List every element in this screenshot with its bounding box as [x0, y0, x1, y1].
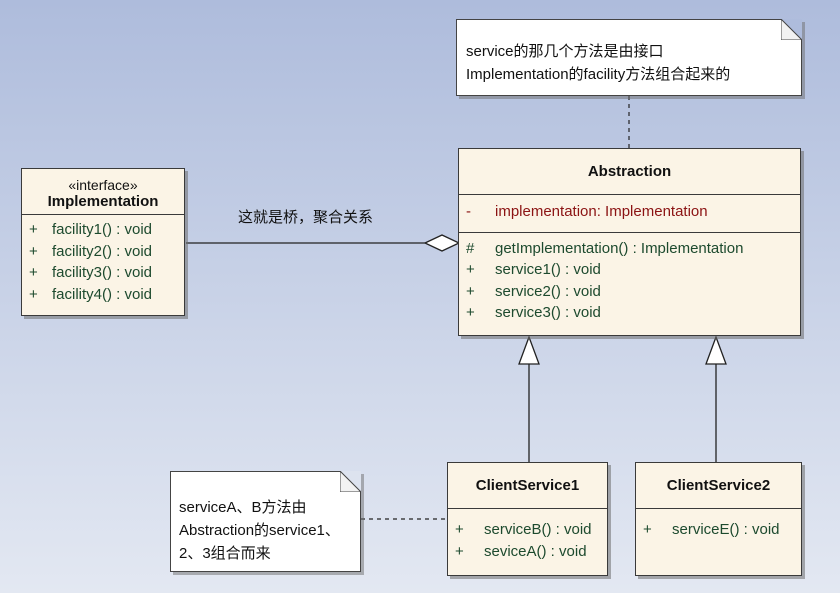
operation-servicea[interactable]: + seviceA() : void: [448, 541, 607, 563]
abstraction-class[interactable]: Abstraction - implementation: Implementa…: [458, 148, 801, 336]
implementation-interface-class[interactable]: «interface» Implementation + facility1()…: [21, 168, 185, 316]
note-bottom[interactable]: serviceA、B方法由 Abstraction的service1、 2、3组…: [170, 471, 361, 572]
operation-facility2[interactable]: + facility2() : void: [22, 241, 184, 263]
operation-signature: serviceE() : void: [672, 521, 780, 538]
note-bottom-line2: Abstraction的service1、: [179, 522, 340, 539]
attribute-signature: implementation: Implementation: [495, 203, 708, 220]
abstraction-attributes: - implementation: Implementation: [459, 195, 800, 233]
generalization-arrowhead-clientservice2: [705, 335, 727, 365]
operation-facility3[interactable]: + facility3() : void: [22, 262, 184, 284]
clientservice1-class[interactable]: ClientService1 + serviceB() : void + sev…: [447, 462, 608, 576]
implementation-operations: + facility1() : void + facility2() : voi…: [22, 215, 184, 308]
operation-servicee[interactable]: + serviceE() : void: [636, 519, 801, 541]
visibility-marker: +: [29, 264, 38, 281]
note-bottom-line3: 2、3组合而来: [179, 545, 271, 562]
aggregation-label: 这就是桥，聚合关系: [238, 209, 374, 226]
note-top-line1: service的那几个方法是由接口: [466, 43, 664, 60]
operation-facility1[interactable]: + facility1() : void: [22, 219, 184, 241]
operation-signature: facility4() : void: [52, 285, 153, 303]
operation-signature: facility3() : void: [52, 264, 153, 281]
interface-stereotype: «interface»: [68, 177, 138, 193]
clientservice2-operations: + serviceE() : void: [636, 509, 801, 541]
visibility-marker: +: [466, 282, 475, 300]
visibility-marker: +: [466, 304, 475, 321]
visibility-marker: +: [643, 521, 652, 538]
clientservice2-class[interactable]: ClientService2 + serviceE() : void: [635, 462, 802, 576]
note-bottom-line1: serviceA、B方法由: [179, 499, 307, 516]
note-fold-corner: [781, 19, 802, 40]
operation-signature: service3() : void: [495, 304, 601, 321]
clientservice1-operations: + serviceB() : void + seviceA() : void: [448, 509, 607, 562]
abstraction-operations: # getImplementation() : Implementation +…: [459, 233, 800, 327]
visibility-marker: +: [455, 542, 464, 560]
visibility-marker: +: [29, 221, 38, 238]
note-fold-corner: [340, 471, 361, 492]
visibility-marker: +: [455, 521, 464, 538]
abstraction-class-name: Abstraction: [587, 163, 672, 180]
operation-facility4[interactable]: + facility4() : void: [22, 284, 184, 306]
implementation-class-header: «interface» Implementation: [22, 169, 184, 215]
operation-signature: service2() : void: [495, 282, 601, 300]
visibility-marker: -: [466, 203, 471, 220]
operation-service3[interactable]: + service3() : void: [459, 302, 800, 324]
visibility-marker: +: [29, 242, 38, 260]
operation-serviceb[interactable]: + serviceB() : void: [448, 519, 607, 541]
operation-signature: facility1() : void: [52, 221, 153, 238]
operation-service2[interactable]: + service2() : void: [459, 281, 800, 303]
clientservice2-class-header: ClientService2: [636, 463, 801, 509]
implementation-class-name: Implementation: [47, 193, 159, 210]
visibility-marker: #: [466, 239, 475, 257]
visibility-marker: +: [29, 285, 38, 303]
operation-signature: facility2() : void: [52, 242, 153, 260]
operation-getimplementation[interactable]: # getImplementation() : Implementation: [459, 238, 800, 260]
abstraction-class-header: Abstraction: [459, 149, 800, 195]
clientservice2-class-name: ClientService2: [666, 477, 771, 494]
generalization-arrowhead-clientservice1: [518, 335, 540, 365]
operation-signature: getImplementation() : Implementation: [495, 239, 744, 257]
note-top[interactable]: service的那几个方法是由接口 Implementation的facilit…: [456, 19, 802, 96]
note-top-line2: Implementation的facility方法组合起来的: [466, 66, 731, 83]
operation-signature: serviceB() : void: [484, 521, 592, 538]
clientservice1-class-name: ClientService1: [475, 477, 580, 494]
aggregation-diamond: [423, 234, 461, 252]
operation-service1[interactable]: + service1() : void: [459, 259, 800, 281]
operation-signature: seviceA() : void: [484, 542, 587, 560]
clientservice1-class-header: ClientService1: [448, 463, 607, 509]
operation-signature: service1() : void: [495, 261, 601, 278]
attribute-implementation[interactable]: - implementation: Implementation: [459, 201, 800, 223]
visibility-marker: +: [466, 261, 475, 278]
